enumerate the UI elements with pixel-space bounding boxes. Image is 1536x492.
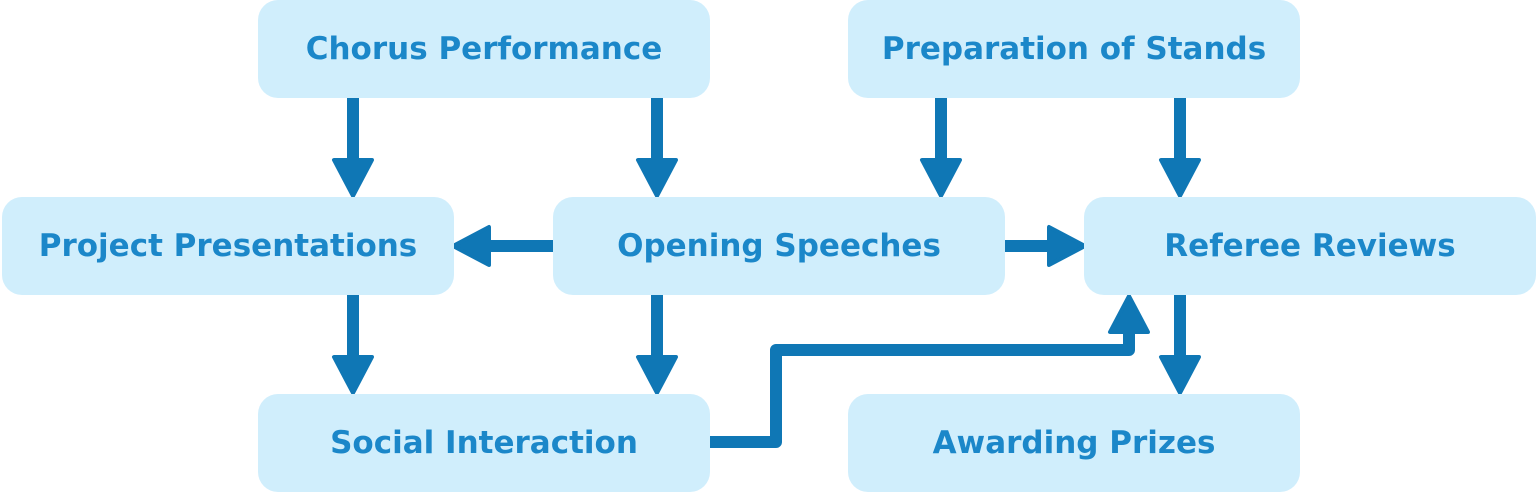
node-project-presentations: Project Presentations bbox=[2, 197, 454, 295]
arrow-stands-to-opening bbox=[920, 98, 962, 198]
node-label: Referee Reviews bbox=[1164, 228, 1456, 264]
arrow-head bbox=[451, 225, 491, 267]
arrow-head bbox=[920, 158, 962, 198]
arrow-project-to-social bbox=[332, 295, 374, 395]
node-label: Chorus Performance bbox=[305, 31, 663, 67]
node-label: Project Presentations bbox=[38, 228, 418, 264]
arrow-head bbox=[332, 158, 374, 198]
node-preparation-of-stands: Preparation of Stands bbox=[848, 0, 1300, 98]
node-opening-speeches: Opening Speeches bbox=[553, 197, 1005, 295]
arrow-chorus-to-project bbox=[332, 98, 374, 198]
node-label: Opening Speeches bbox=[617, 228, 941, 264]
arrow-referee-to-awarding bbox=[1159, 295, 1201, 395]
arrow-social-to-referee bbox=[710, 294, 1150, 448]
arrow-head bbox=[1108, 294, 1150, 334]
arrow-head bbox=[1047, 225, 1087, 267]
node-label: Awarding Prizes bbox=[932, 425, 1216, 461]
arrow-head bbox=[636, 158, 678, 198]
arrow-head bbox=[1159, 355, 1201, 395]
arrow-head bbox=[636, 355, 678, 395]
arrow-opening-to-project bbox=[451, 225, 553, 267]
arrow-opening-to-referee bbox=[1005, 225, 1087, 267]
node-referee-reviews: Referee Reviews bbox=[1084, 197, 1536, 295]
node-label: Social Interaction bbox=[330, 425, 638, 461]
arrow-head bbox=[332, 355, 374, 395]
arrow-head bbox=[1159, 158, 1201, 198]
node-social-interaction: Social Interaction bbox=[258, 394, 710, 492]
node-chorus-performance: Chorus Performance bbox=[258, 0, 710, 98]
arrow-stands-to-referee bbox=[1159, 98, 1201, 198]
node-label: Preparation of Stands bbox=[881, 31, 1267, 67]
node-awarding-prizes: Awarding Prizes bbox=[848, 394, 1300, 492]
arrow-opening-to-social bbox=[636, 295, 678, 395]
arrow-chorus-to-opening bbox=[636, 98, 678, 198]
arrow-line bbox=[710, 332, 1135, 448]
